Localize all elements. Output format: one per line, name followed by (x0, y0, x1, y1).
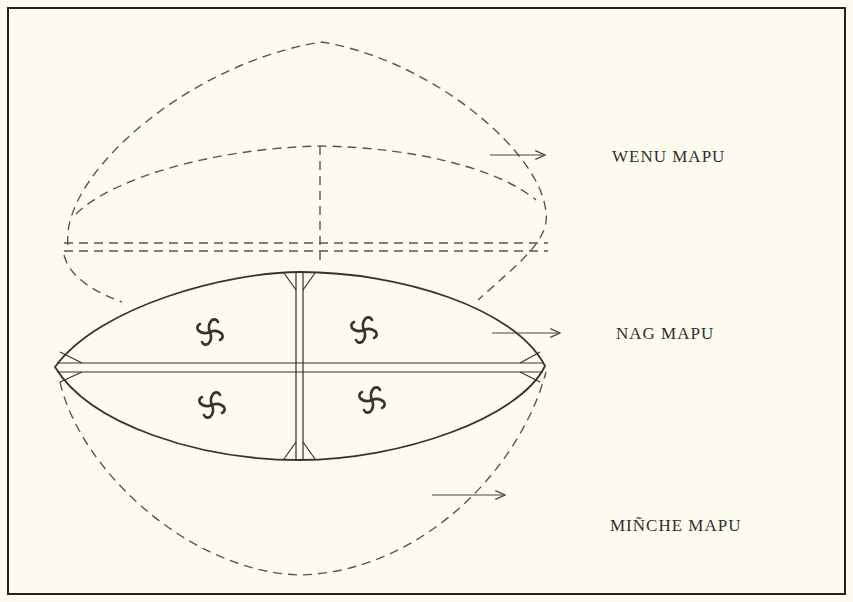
swirl-symbol (359, 387, 384, 412)
leader-arrows (432, 155, 560, 495)
nag-mapu-disc (55, 272, 545, 460)
region-label: MIÑCHE MAPU (610, 516, 741, 536)
swirl-symbol (199, 392, 224, 417)
wenu-mapu-outline (64, 42, 548, 302)
region-label: WENU MAPU (612, 147, 725, 167)
swirl-symbol (351, 317, 376, 342)
minche-mapu-outline (60, 372, 546, 575)
region-label: NAG MAPU (616, 324, 714, 344)
swirl-symbol (197, 319, 222, 344)
frame (8, 8, 845, 594)
